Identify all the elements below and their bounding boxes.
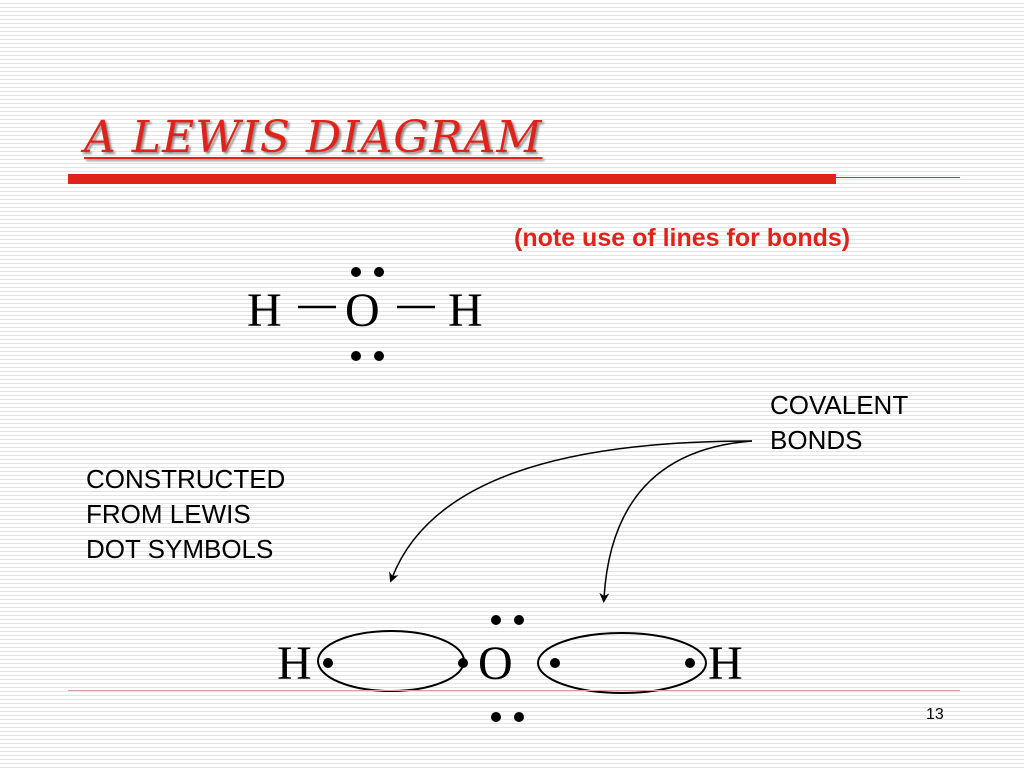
bottom-h-right: H bbox=[708, 637, 743, 690]
top-o-center: O bbox=[345, 284, 380, 337]
o-left-electron bbox=[458, 658, 468, 668]
constructed-label: CONSTRUCTED FROM LEWIS DOT SYMBOLS bbox=[86, 462, 285, 567]
bottom-o-lone-pair-upper bbox=[491, 615, 524, 625]
arrow-to-left-bond bbox=[389, 440, 753, 583]
footer-divider bbox=[68, 690, 960, 691]
bottom-o-lone-pair-lower bbox=[491, 712, 524, 722]
covalent-label-line-2: BONDS bbox=[770, 425, 863, 455]
left-bond-ellipse bbox=[317, 630, 465, 692]
page-number: 13 bbox=[926, 706, 944, 723]
right-bond-ellipse bbox=[537, 632, 707, 694]
bottom-o-center: O bbox=[478, 637, 513, 690]
title-underline-bar bbox=[68, 174, 836, 184]
top-h-left: H bbox=[247, 284, 282, 337]
covalent-label-line-1: COVALENT bbox=[770, 390, 909, 420]
top-h-right: H bbox=[448, 284, 483, 337]
left-h-electron bbox=[323, 658, 333, 668]
bond-note: (note use of lines for bonds) bbox=[514, 224, 851, 252]
constructed-label-line-1: CONSTRUCTED bbox=[86, 464, 286, 494]
top-o-lone-pair-lower bbox=[351, 351, 384, 361]
constructed-label-line-2: FROM LEWIS bbox=[86, 499, 251, 529]
constructed-label-line-3: DOT SYMBOLS bbox=[86, 534, 274, 564]
slide-title: A LEWIS DIAGRAM bbox=[84, 112, 543, 163]
title-underline-thin bbox=[836, 177, 960, 178]
bottom-h-left: H bbox=[277, 637, 312, 690]
covalent-bonds-label: COVALENT BONDS bbox=[770, 388, 908, 458]
top-o-lone-pair-upper bbox=[351, 267, 384, 277]
right-h-electron bbox=[685, 658, 695, 668]
o-right-electron bbox=[550, 658, 560, 668]
arrow-to-right-bond bbox=[599, 440, 753, 603]
